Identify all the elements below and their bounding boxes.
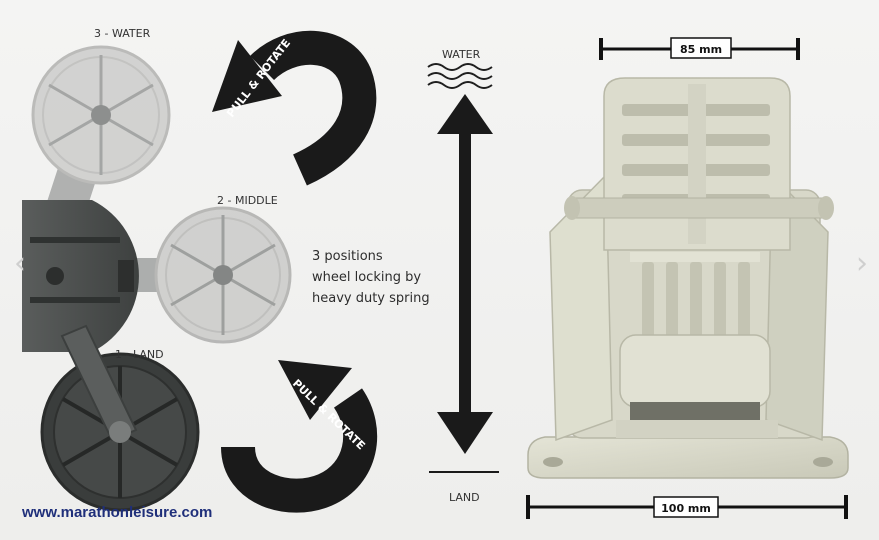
label-dimension-100: 100 mm	[661, 502, 711, 515]
label-position-land: 1 - LAND	[115, 348, 164, 361]
pull-rotate-arrow-bottom: PULL & ROTATE	[221, 360, 378, 513]
arrow-up-icon	[437, 94, 493, 134]
chevron-left-icon[interactable]: ‹	[14, 246, 26, 281]
label-axis-land: LAND	[449, 491, 480, 504]
wheel-arm-land	[60, 324, 138, 442]
wheel-hub-land	[109, 421, 131, 443]
dimension-top: 85 mm	[599, 37, 800, 60]
positions-note: 3 positions wheel locking by heavy duty …	[312, 246, 462, 309]
wheel-water-position	[31, 45, 171, 222]
wheel-land-position	[40, 324, 200, 512]
wheel-hub-water	[91, 105, 111, 125]
wheel-middle-position	[118, 206, 292, 344]
note-line-1: 3 positions	[312, 249, 383, 264]
transom-mount-plate	[22, 200, 139, 352]
bracket-render	[527, 77, 849, 479]
wheel-spokes-middle	[170, 215, 276, 335]
label-dimension-85: 85 mm	[680, 43, 722, 56]
bracket-spring-slots	[642, 262, 750, 352]
label-position-water: 3 - WATER	[94, 27, 151, 40]
note-line-3: heavy duty spring	[312, 291, 430, 306]
water-land-axis: WATER LAND	[427, 48, 499, 504]
chevron-right-icon[interactable]: ›	[856, 246, 868, 281]
arrow-down-icon	[437, 412, 493, 454]
label-axis-water: WATER	[442, 48, 481, 61]
website-link[interactable]: www.marathonleisure.com	[22, 504, 213, 521]
pull-rotate-arrow-top: PULL & ROTATE	[212, 30, 377, 186]
note-line-2: wheel locking by	[312, 270, 422, 285]
wheel-hub-middle	[213, 265, 233, 285]
label-position-middle: 2 - MIDDLE	[217, 194, 278, 207]
waves-icon	[427, 63, 493, 89]
dimension-bottom: 100 mm	[526, 495, 848, 519]
